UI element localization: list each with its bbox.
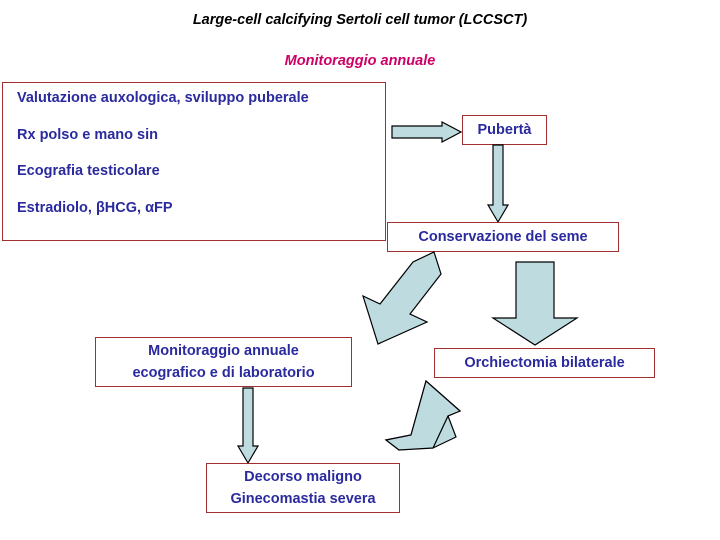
annual-monitoring-line-2: ecografico e di laboratorio	[132, 365, 315, 381]
annual-monitoring-line-1: Monitoraggio annuale	[148, 342, 299, 359]
arrow-annual-monitoring-to-malignant-course-icon	[236, 387, 260, 465]
orchiectomy-label: Orchiectomia bilaterale	[464, 354, 625, 371]
arrow-malignant-course-to-orchiectomy-icon	[384, 378, 465, 460]
arrow-evaluation-to-puberty-icon	[391, 121, 463, 144]
malignant-course-line-1: Decorso maligno	[244, 468, 362, 485]
node-malignant-course[interactable]: Decorso maligno Ginecomastia severa	[206, 463, 400, 513]
evaluation-line-2: Rx polso e mano sin	[17, 126, 158, 143]
arrow-sperm-banking-to-annual-monitoring-icon	[330, 251, 442, 347]
node-puberty[interactable]: Pubertà	[462, 115, 547, 145]
arrow-sperm-banking-to-orchiectomy-icon	[490, 261, 580, 346]
node-orchiectomy[interactable]: Orchiectomia bilaterale	[434, 348, 655, 378]
evaluation-line-3: Ecografia testicolare	[17, 163, 160, 179]
puberty-label: Pubertà	[477, 121, 532, 138]
arrow-puberty-to-sperm-banking-icon	[486, 144, 510, 224]
page-subtitle: Monitoraggio annuale	[284, 53, 436, 69]
node-evaluation-panel[interactable]: Valutazione auxologica, sviluppo puberal…	[2, 82, 386, 241]
node-sperm-banking[interactable]: Conservazione del seme	[387, 222, 619, 252]
sperm-banking-label: Conservazione del seme	[418, 228, 588, 245]
malignant-course-line-2: Ginecomastia severa	[230, 491, 376, 507]
evaluation-line-1: Valutazione auxologica, sviluppo puberal…	[17, 90, 309, 106]
node-annual-monitoring[interactable]: Monitoraggio annuale ecografico e di lab…	[95, 337, 352, 387]
evaluation-line-4: Estradiolo, βHCG, αFP	[17, 199, 173, 216]
page-title: Large-cell calcifying Sertoli cell tumor…	[192, 12, 528, 28]
